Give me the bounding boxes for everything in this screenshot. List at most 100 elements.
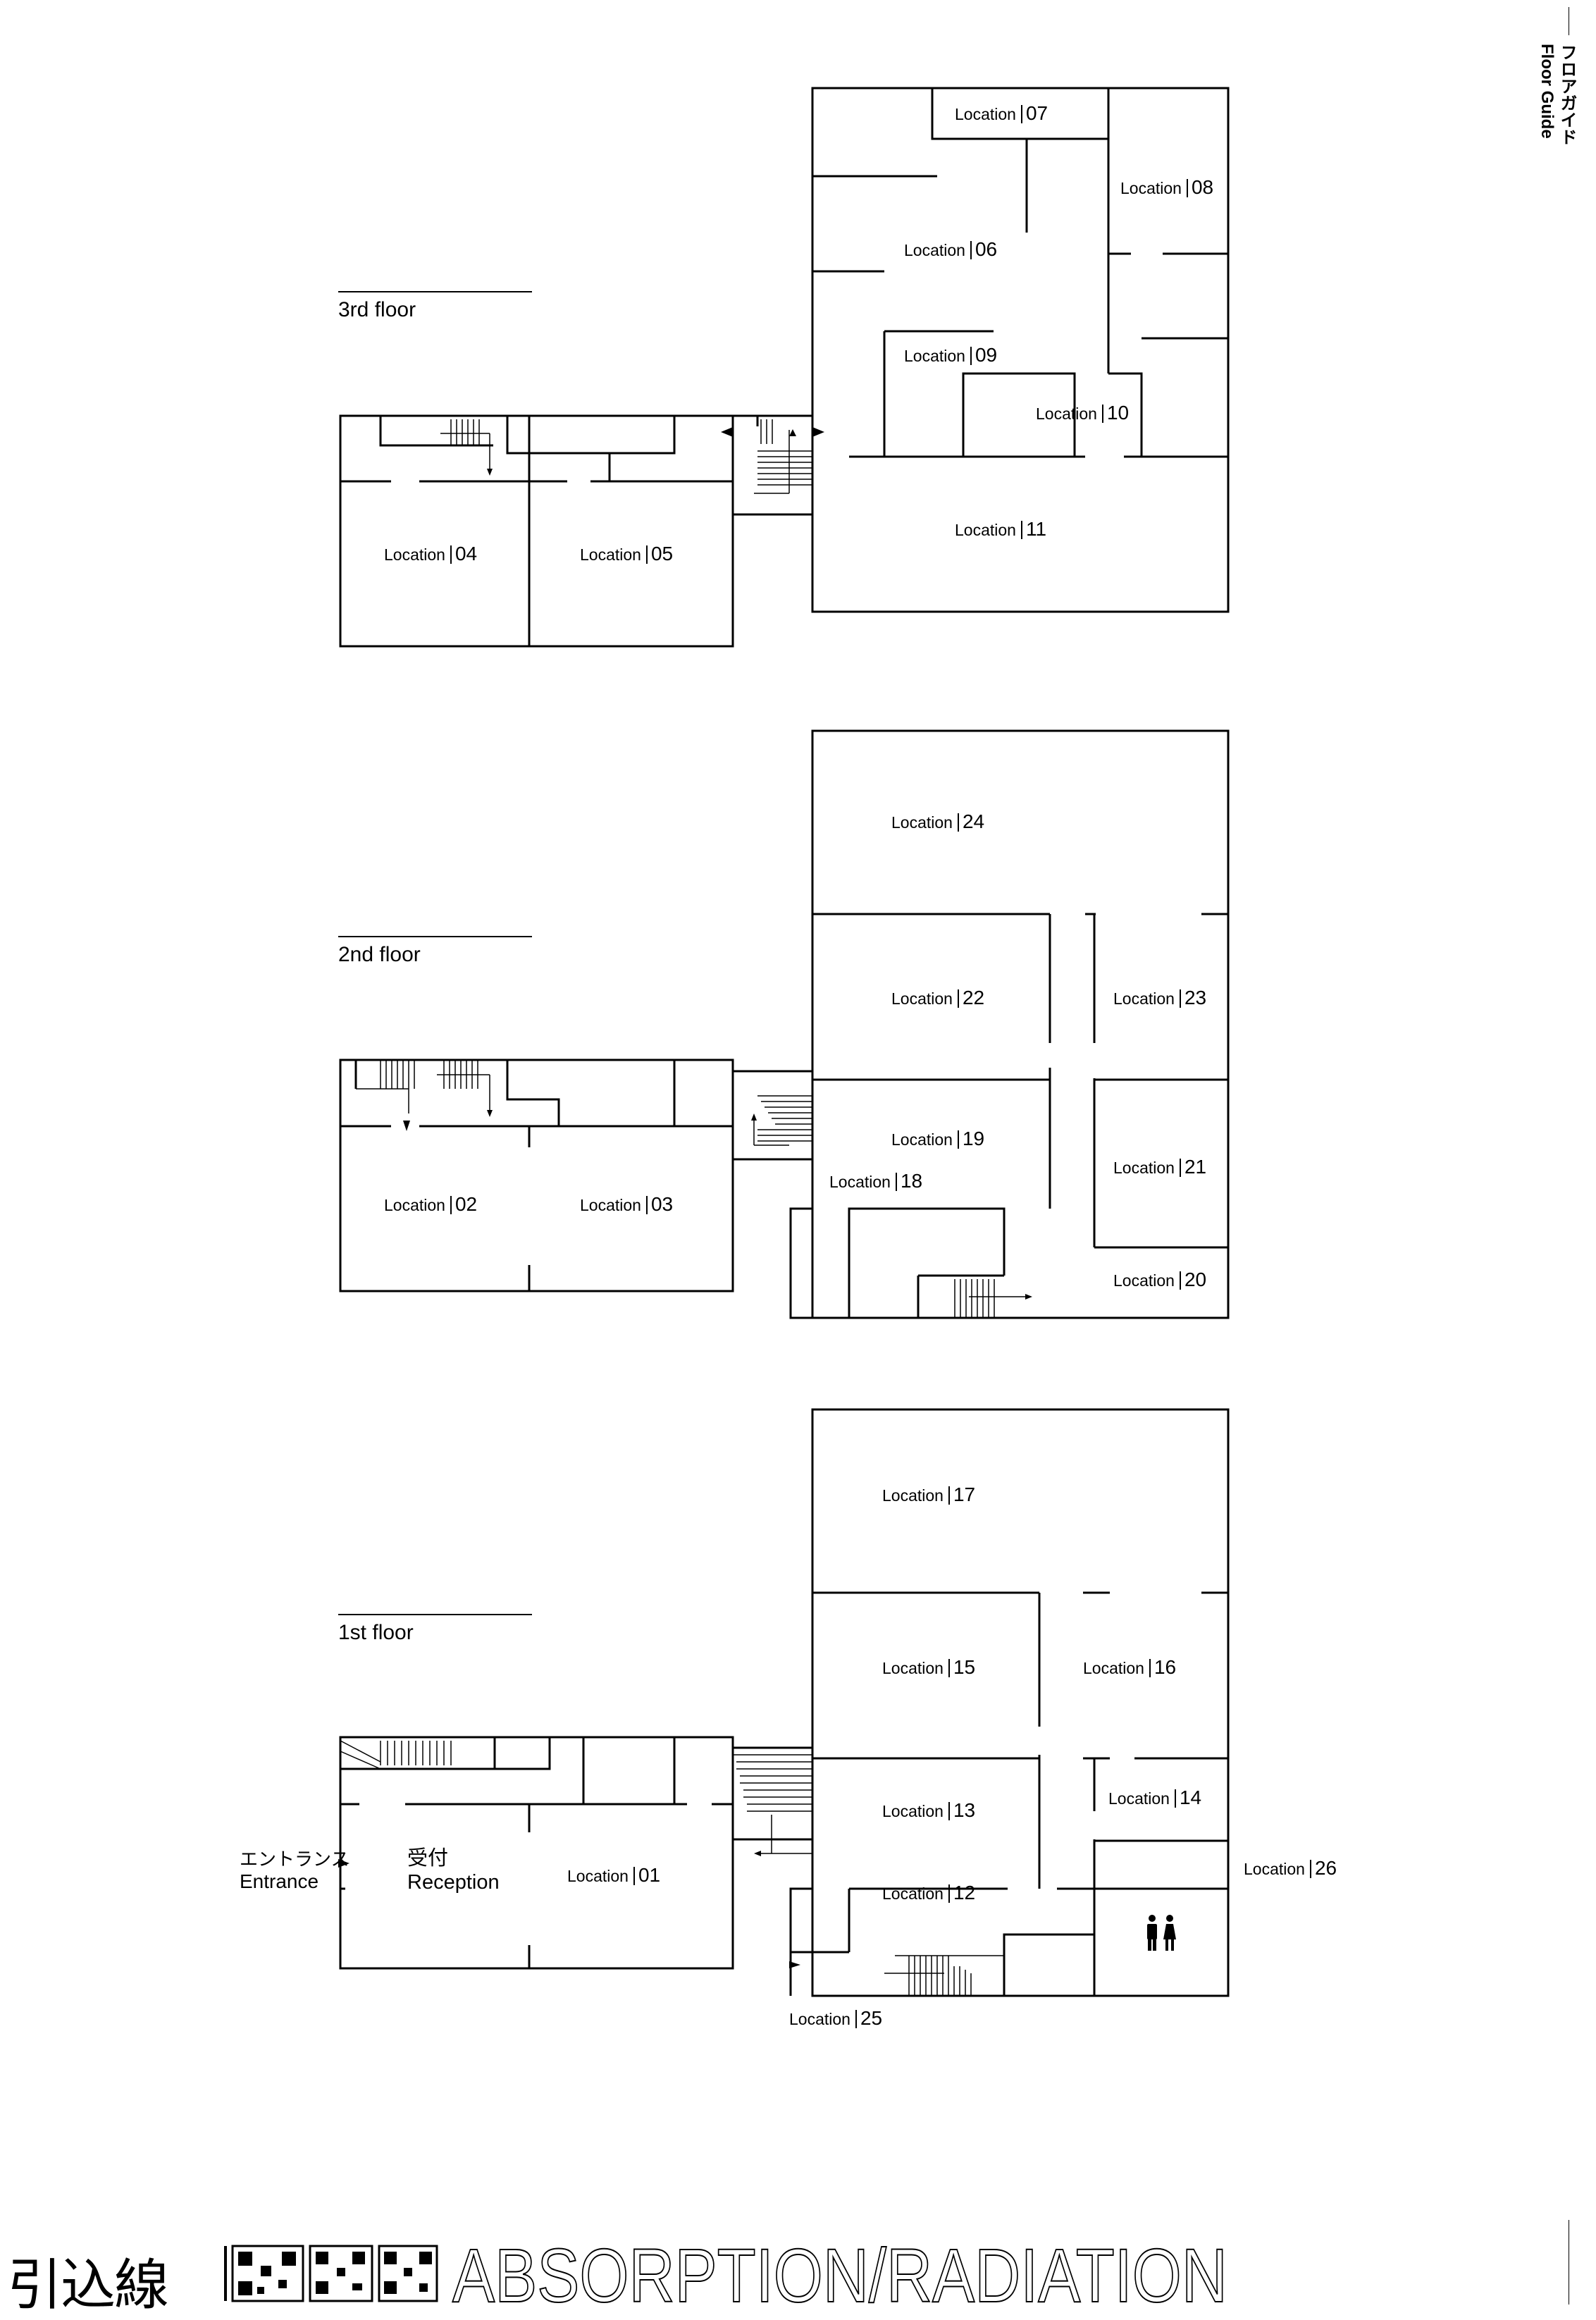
location-word: Location: [580, 545, 641, 564]
location-number: 15: [953, 1656, 976, 1678]
location-number: 23: [1184, 987, 1207, 1008]
location-label-13: Location 13: [882, 1799, 975, 1822]
restroom-icon: [1147, 1915, 1176, 1951]
stairs-3f-center: [754, 419, 812, 494]
location-divider: [1186, 179, 1188, 197]
location-label-26: Location 26: [1244, 1857, 1337, 1880]
location-word: Location: [891, 989, 953, 1008]
arrow-1f-center-left: [754, 1851, 761, 1856]
location-divider: [1174, 1789, 1176, 1808]
location-number: 26: [1314, 1857, 1337, 1879]
location-divider: [1179, 989, 1181, 1008]
location-number: 17: [953, 1483, 976, 1505]
location-label-03: Location 03: [580, 1193, 673, 1216]
location-label-15: Location 15: [882, 1656, 975, 1679]
location-word: Location: [904, 241, 965, 259]
entrance-label-jp: エントランス: [240, 1849, 349, 1870]
location-number: 18: [900, 1170, 923, 1192]
stairs-icon: [340, 419, 1025, 1996]
entrance-arrow: [338, 1859, 349, 1868]
location-word: Location: [1036, 405, 1097, 423]
location-word: Location: [882, 1884, 944, 1903]
location-label-10: Location 10: [1036, 402, 1129, 424]
location-number: 12: [953, 1882, 976, 1903]
reception-label-en: Reception: [407, 1871, 500, 1894]
arrow-icon: [338, 427, 1032, 1968]
location-divider: [970, 347, 972, 365]
arrow-3f-right: [812, 427, 824, 437]
side-divider-bottom: [1568, 2220, 1569, 2304]
arrow-3f-stairs-up: [789, 429, 796, 436]
location-label-16: Location 16: [1083, 1656, 1176, 1679]
location-word: Location: [882, 1802, 944, 1820]
location-divider: [948, 1802, 950, 1820]
location-number: 14: [1179, 1787, 1202, 1808]
location-number: 25: [860, 2007, 883, 2029]
location-word: Location: [384, 1196, 445, 1214]
location-label-17: Location 17: [882, 1483, 975, 1506]
location-word: Location: [1244, 1860, 1305, 1878]
floor-label-1f: 1st floor: [338, 1621, 414, 1644]
floor-guide-title-en: Floor Guide: [1538, 44, 1557, 139]
location-word: Location: [580, 1196, 641, 1214]
location-word: Location: [789, 2010, 850, 2028]
location-word: Location: [829, 1173, 891, 1191]
entrance-label: エントランス Entrance: [240, 1849, 349, 1892]
footer-kanji-title: 引込線: [7, 2254, 169, 2317]
location-word: Location: [1120, 179, 1182, 197]
location-number: 24: [962, 810, 985, 832]
location-word: Location: [1113, 1271, 1175, 1290]
floor-rule-3f: [338, 291, 532, 292]
location-number: 08: [1191, 176, 1214, 198]
location-word: Location: [1113, 989, 1175, 1008]
location-divider: [948, 1659, 950, 1677]
floor-guide-title-jp: フロアガイド: [1557, 44, 1576, 145]
location-divider: [1309, 1860, 1311, 1878]
location-label-12: Location 12: [882, 1882, 975, 1904]
location-number: 01: [638, 1864, 661, 1886]
location-word: Location: [384, 545, 445, 564]
location-number: 19: [962, 1128, 985, 1149]
location-label-08: Location 08: [1120, 176, 1213, 199]
floor-label-3f: 3rd floor: [338, 298, 416, 321]
location-label-25: Location 25: [789, 2007, 882, 2030]
stairs-2f-center: [753, 1095, 812, 1146]
location-word: Location: [1083, 1659, 1144, 1677]
location-divider: [948, 1486, 950, 1505]
location-word: Location: [567, 1867, 629, 1885]
reception-label: 受付 Reception: [407, 1846, 500, 1894]
location-divider: [948, 1884, 950, 1903]
arrow-1f-bottom-right: [789, 1961, 800, 1968]
location-divider: [1149, 1659, 1151, 1677]
location-divider: [895, 1173, 897, 1191]
location-divider: [1101, 405, 1103, 423]
floor-plan-1f: [339, 1408, 1230, 1997]
location-number: 10: [1106, 402, 1130, 424]
arrow-3f-left: [721, 427, 733, 437]
location-number: 13: [953, 1799, 976, 1821]
arrow-2f-stairs-down: [487, 1110, 493, 1117]
location-word: Location: [891, 1130, 953, 1149]
location-label-19: Location 19: [891, 1128, 984, 1150]
floor-guide-title: フロアガイド Floor Guide: [1537, 44, 1576, 145]
floor-rule-2f: [338, 936, 532, 937]
stairs-3f-left: [440, 419, 490, 469]
location-word: Location: [1108, 1789, 1170, 1808]
location-label-18: Location 18: [829, 1170, 922, 1192]
location-number: 03: [650, 1193, 674, 1215]
location-number: 16: [1153, 1656, 1177, 1678]
location-word: Location: [882, 1486, 944, 1505]
location-word: Location: [955, 105, 1016, 123]
stairs-1f-center: [733, 1754, 812, 1854]
location-divider: [1179, 1159, 1181, 1177]
arrow-2f-center-up: [751, 1113, 757, 1121]
location-word: Location: [882, 1659, 944, 1677]
reception-label-jp: 受付: [407, 1847, 449, 1870]
